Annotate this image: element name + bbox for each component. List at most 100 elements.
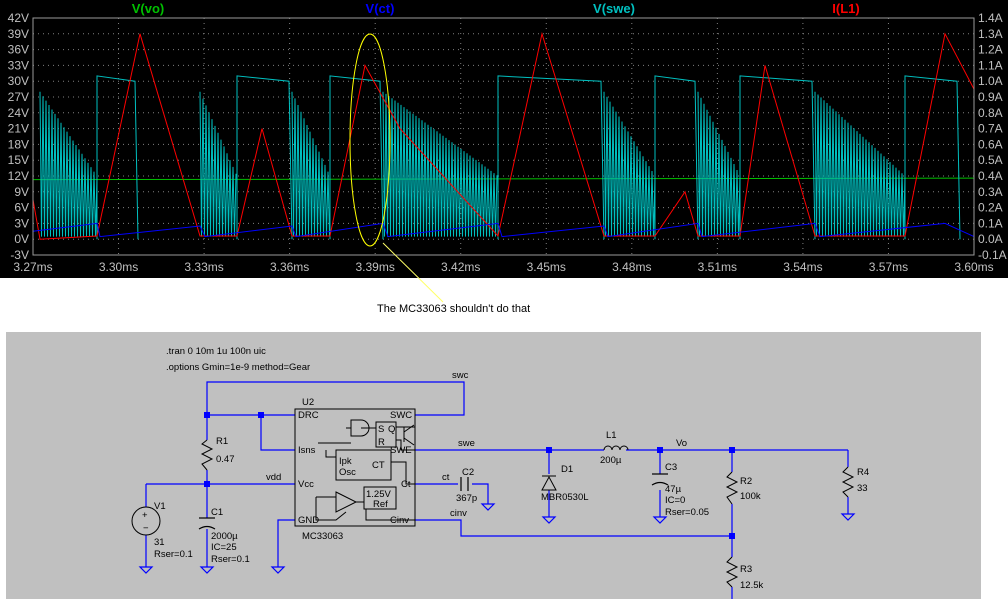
trace-vswe-pulse [329, 75, 384, 240]
v1-value: 31 [154, 537, 165, 548]
capacitor-c2[interactable] [460, 477, 469, 491]
voltage-source-v1[interactable] [131, 506, 161, 536]
left-axis-tick: 0V [14, 232, 29, 246]
pin-ct: Ct [401, 479, 411, 490]
net-label-vdd: vdd [266, 472, 281, 483]
ic-ref: U2 [302, 397, 314, 408]
ic-part: MC33063 [302, 531, 343, 542]
trace-vswe-burst [603, 91, 656, 237]
x-axis-tick: 3.51ms [698, 260, 737, 274]
annotation-text: The MC33063 shouldn't do that [377, 303, 531, 315]
ground-symbol [480, 503, 496, 511]
resistor-r3[interactable] [725, 556, 739, 588]
d1-ref: D1 [561, 464, 573, 475]
left-axis-tick: 30V [8, 74, 29, 88]
net-label-swe: swe [458, 438, 475, 449]
x-axis-tick: 3.33ms [184, 260, 223, 274]
trace-vswe-pulse [497, 75, 605, 240]
wire-gnd-ic [277, 519, 295, 567]
ground-symbol [199, 566, 215, 574]
trace-vswe-burst [39, 91, 98, 237]
resistor-r4[interactable] [841, 466, 855, 498]
plot-traces [32, 31, 975, 240]
x-axis-tick: 3.42ms [441, 260, 480, 274]
trace-vswe-pulse [236, 75, 293, 240]
right-axis-tick: 1.1A [978, 58, 1003, 72]
left-axis-tick: 36V [8, 43, 29, 57]
right-axis-tick: 0.8A [978, 106, 1003, 120]
ic-latch-r: R [378, 437, 385, 448]
x-axis-tick: 3.27ms [13, 260, 52, 274]
pin-vcc: Vcc [298, 479, 314, 490]
c3-rser: Rser=0.05 [665, 507, 709, 518]
ic-latch-s: S [378, 424, 384, 435]
r4-value: 33 [857, 483, 868, 494]
ic-mc33063[interactable] [294, 408, 416, 527]
trace-vswe-pulse [96, 75, 139, 240]
pin-swe: SWE [390, 445, 412, 456]
wire-cinv [415, 519, 732, 537]
trace-label-vct[interactable]: V(ct) [366, 1, 395, 16]
trace-vswe-burst [697, 91, 741, 237]
ground-symbol [270, 566, 286, 574]
x-axis-tick: 3.45ms [527, 260, 566, 274]
ic-ref-label: Ref [373, 499, 388, 510]
trace-vswe-burst [382, 91, 498, 237]
inductor-l1[interactable] [603, 445, 629, 451]
v1-ref: V1 [154, 501, 166, 512]
r1-ref: R1 [216, 436, 228, 447]
x-axis-tick: 3.30ms [99, 260, 138, 274]
trace-label-vswe[interactable]: V(swe) [593, 1, 635, 16]
trace-vswe-burst [291, 91, 330, 237]
right-axis-tick: 1.2A [978, 43, 1003, 57]
spice-directive-tran[interactable]: .tran 0 10m 1u 100n uic [166, 346, 266, 357]
schematic-panel[interactable]: .tran 0 10m 1u 100n uic .options Gmin=1e… [6, 332, 981, 599]
ic-osc: Osc [339, 467, 356, 478]
right-axis-tick: 0.2A [978, 201, 1003, 215]
left-axis-tick: 33V [8, 58, 29, 72]
l1-ref: L1 [606, 430, 617, 441]
c3-ref: C3 [665, 462, 677, 473]
resistor-r2[interactable] [725, 471, 739, 505]
right-axis-tick: 0.3A [978, 185, 1003, 199]
x-axis-tick: 3.39ms [356, 260, 395, 274]
x-axis-tick: 3.54ms [783, 260, 822, 274]
right-axis-tick: 0.4A [978, 169, 1003, 183]
left-axis-tick: 27V [8, 90, 29, 104]
wire-c2 [472, 483, 489, 504]
right-axis: 1.4A1.3A1.2A1.1A1.0A0.9A0.8A0.7A0.6A0.5A… [978, 11, 1007, 262]
capacitor-c1[interactable] [198, 517, 216, 530]
pin-drc: DRC [298, 410, 319, 421]
ic-latch-q: Q [388, 424, 395, 435]
resistor-r1[interactable] [200, 439, 214, 471]
trace-label-il1[interactable]: I(L1) [832, 1, 859, 16]
trace-vswe-pulse [654, 75, 699, 240]
c2-value: 367p [456, 493, 477, 504]
left-axis-tick: 42V [8, 11, 29, 25]
spice-directive-options[interactable]: .options Gmin=1e-9 method=Gear [166, 362, 310, 373]
r3-value: 12.5k [740, 580, 763, 591]
annotation-leader-line [382, 242, 444, 303]
highlight-ellipse [349, 33, 391, 247]
right-axis-tick: 1.0A [978, 74, 1003, 88]
c1-ref: C1 [211, 507, 223, 518]
net-label-ct: ct [442, 472, 450, 483]
net-label-swc: swc [452, 370, 469, 381]
x-axis-tick: 3.48ms [612, 260, 651, 274]
left-axis-tick: 12V [8, 169, 29, 183]
l1-value: 200µ [600, 455, 622, 466]
trace-label-vo[interactable]: V(vo) [132, 1, 165, 16]
d1-value: MBR0530L [541, 492, 589, 503]
trace-vswe-burst [814, 91, 906, 237]
trace-vswe-pulse [739, 75, 816, 240]
r3-ref: R3 [740, 564, 752, 575]
left-axis-tick: -3V [10, 248, 29, 262]
svg-text:−: − [143, 523, 149, 534]
diode-d1[interactable] [541, 475, 557, 491]
c1-value: 2000µ [211, 531, 238, 542]
capacitor-c3[interactable] [651, 473, 669, 486]
c1-rser: Rser=0.1 [211, 554, 250, 565]
pin-isns: Isns [298, 445, 316, 456]
